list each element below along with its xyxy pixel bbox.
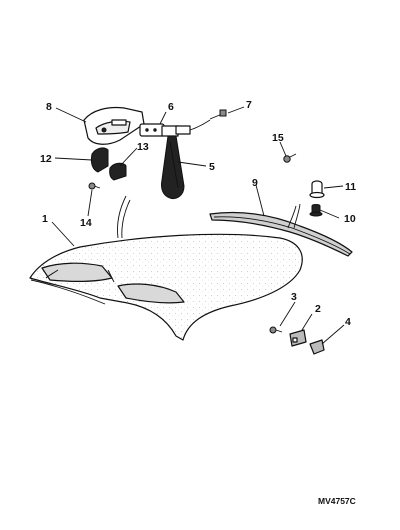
callout-6: 6 xyxy=(168,101,174,113)
callout-14: 14 xyxy=(80,217,92,229)
mounting-plate xyxy=(289,329,307,347)
lamp-lens xyxy=(90,147,109,173)
handle-screw xyxy=(209,109,227,120)
retaining-screw xyxy=(269,326,283,334)
callout-10: 10 xyxy=(344,213,356,225)
console-screw xyxy=(88,182,101,190)
callout-5: 5 xyxy=(209,161,215,173)
fixing-screw xyxy=(283,153,297,163)
callout-11: 11 xyxy=(345,181,356,193)
trim-strip xyxy=(209,203,353,257)
callout-7: 7 xyxy=(246,99,252,111)
callout-15: 15 xyxy=(272,132,284,144)
callout-4: 4 xyxy=(345,316,351,328)
handle-bracket xyxy=(139,119,211,137)
spire-nut xyxy=(309,339,325,355)
callout-2: 2 xyxy=(315,303,321,315)
headlining-panel xyxy=(29,195,303,341)
grab-handle xyxy=(161,135,185,199)
switch-cover xyxy=(109,162,127,181)
callout-9: 9 xyxy=(252,177,258,189)
trim-cap xyxy=(309,180,325,199)
console-housing xyxy=(83,106,145,145)
callout-13: 13 xyxy=(137,141,149,153)
callout-3: 3 xyxy=(291,291,297,303)
leader-lines xyxy=(51,106,345,345)
reference-code: MV4757C xyxy=(318,496,356,506)
callout-8: 8 xyxy=(46,101,52,113)
callout-1: 1 xyxy=(42,213,48,225)
callout-12: 12 xyxy=(40,153,52,165)
trim-clip xyxy=(309,204,323,217)
